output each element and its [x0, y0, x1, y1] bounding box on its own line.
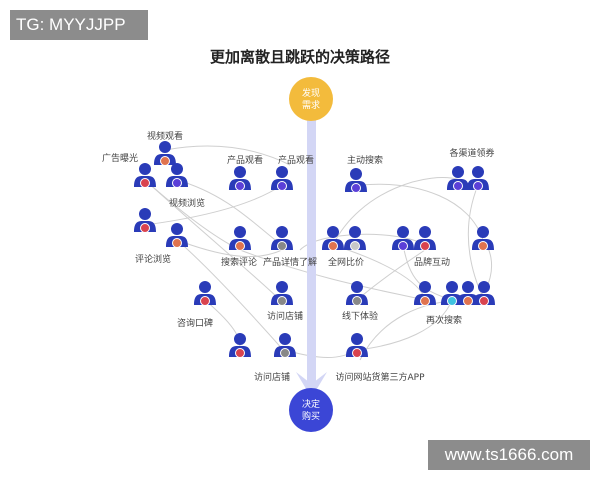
- step-label: 访问网站货第三方APP: [335, 371, 425, 383]
- step-label: 产品详情了解: [263, 256, 317, 268]
- person-icon: [271, 281, 293, 306]
- end-node-line2: 购买: [302, 410, 320, 422]
- person-icon: [134, 163, 156, 188]
- step-badge: [352, 348, 362, 358]
- step-badge: [398, 241, 408, 251]
- step-badge: [350, 241, 360, 251]
- connection-line: [176, 239, 286, 353]
- connection-line: [176, 179, 283, 246]
- person-icon: [472, 226, 494, 251]
- step-badge: [277, 241, 287, 251]
- person-icon: [414, 281, 436, 306]
- person-icon: [229, 166, 251, 191]
- end-node-line1: 决定: [302, 398, 320, 410]
- person-icon: [447, 166, 469, 191]
- step-badge: [235, 348, 245, 358]
- step-badge: [352, 296, 362, 306]
- diagram-title: 更加离散且跳跃的决策路径: [209, 48, 390, 66]
- connection-line: [356, 249, 426, 301]
- step-label: 线下体验: [342, 310, 378, 322]
- person-icon: [414, 226, 436, 251]
- person-icon: [229, 226, 251, 251]
- connection-line: [164, 145, 291, 166]
- step-badge: [463, 296, 473, 306]
- step-badge: [447, 296, 457, 306]
- connection-line: [332, 244, 426, 301]
- watermark-bottom: www.ts1666.com: [428, 440, 590, 470]
- step-badge: [328, 241, 338, 251]
- step-badge: [453, 181, 463, 191]
- connection-line: [144, 184, 283, 226]
- step-label: 视频观看: [147, 130, 183, 142]
- connection-line: [332, 177, 461, 246]
- person-icon: [274, 333, 296, 358]
- step-label: 访问店铺: [254, 371, 290, 383]
- connection-line: [359, 299, 469, 361]
- person-icon: [473, 281, 495, 306]
- step-badge: [235, 181, 245, 191]
- person-icon: [346, 281, 368, 306]
- step-label: 产品观看: [278, 154, 314, 166]
- start-node: 发现 需求: [289, 77, 333, 121]
- step-label: 广告曝光: [102, 152, 138, 164]
- person-icon: [154, 141, 176, 166]
- connection-line: [176, 239, 283, 257]
- person-icon: [467, 166, 489, 191]
- step-label: 品牌互动: [414, 256, 450, 268]
- connection-line: [144, 179, 281, 301]
- person-icon: [345, 168, 367, 193]
- step-label: 评论浏览: [135, 253, 171, 265]
- step-badge: [479, 296, 489, 306]
- person-icon: [346, 333, 368, 358]
- step-label: 各渠道领券: [449, 147, 494, 159]
- step-label: 全网比价: [328, 256, 364, 268]
- step-badge: [140, 178, 150, 188]
- start-node-line2: 需求: [302, 99, 320, 111]
- step-badge: [280, 348, 290, 358]
- person-icon: [229, 333, 251, 358]
- step-badge: [277, 296, 287, 306]
- step-label: 再次搜索: [426, 314, 462, 326]
- main-arrow-head: [296, 372, 327, 398]
- step-badge: [140, 223, 150, 233]
- step-badge: [420, 296, 430, 306]
- person-icon: [392, 226, 414, 251]
- step-badge: [160, 156, 170, 166]
- step-label: 主动搜索: [347, 154, 383, 166]
- step-badge: [473, 181, 483, 191]
- connection-line: [144, 179, 241, 251]
- step-badge: [172, 238, 182, 248]
- step-badge: [172, 178, 182, 188]
- step-badge: [235, 241, 245, 251]
- person-icon: [134, 208, 156, 233]
- end-node: 决定 购买: [289, 388, 333, 432]
- person-icon: [271, 166, 293, 191]
- step-badge: [200, 296, 210, 306]
- connection-line: [239, 249, 426, 301]
- person-icon: [166, 223, 188, 248]
- connection-line: [356, 299, 453, 351]
- step-label: 视频浏览: [169, 197, 205, 209]
- watermark-top: TG: MYYJJPP: [10, 10, 148, 40]
- step-badge: [478, 241, 488, 251]
- start-node-line1: 发现: [302, 87, 320, 99]
- main-arrow-shaft: [307, 110, 316, 390]
- step-label: 产品观看: [227, 154, 263, 166]
- step-badge: [420, 241, 430, 251]
- step-label: 咨询口碑: [177, 317, 213, 329]
- person-icon: [166, 163, 188, 188]
- person-icon: [344, 226, 366, 251]
- step-label: 搜索评论: [221, 256, 257, 268]
- person-icon: [194, 281, 216, 306]
- person-icon: [271, 226, 293, 251]
- connection-line: [359, 183, 484, 241]
- person-icon: [457, 281, 479, 306]
- step-badge: [351, 183, 361, 193]
- step-badge: [277, 181, 287, 191]
- person-icon: [322, 226, 344, 251]
- step-label: 访问店铺: [267, 310, 303, 322]
